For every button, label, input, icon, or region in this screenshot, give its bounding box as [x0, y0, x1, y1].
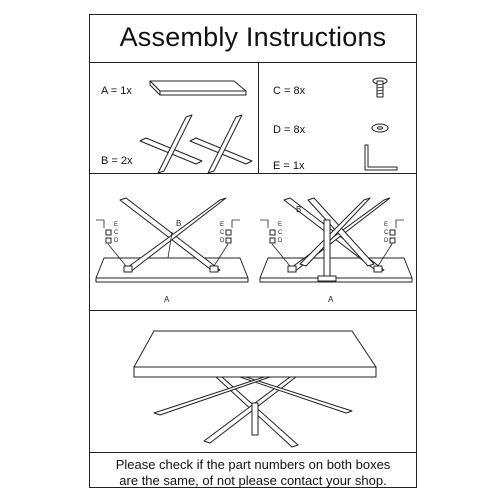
step2-label-b: B [296, 205, 301, 214]
assembly-step-2: E C D E C D B A [259, 197, 413, 304]
step1-label-a: A [164, 295, 170, 304]
step1-label-d-right: D [220, 238, 225, 244]
step1-label-b: B [176, 219, 181, 228]
title-band: Assembly Instructions [90, 15, 416, 63]
contact-note: Please check if the part numbers on both… [90, 457, 416, 489]
step1-label-e-right: E [220, 222, 224, 228]
parts-list: A = 1x B = 2x C = 8x D = 8x [90, 63, 416, 174]
step2-label-e: E [278, 222, 282, 228]
note-line-1: Please check if the part numbers on both… [115, 457, 391, 472]
step1-label-c: C [114, 230, 119, 236]
step2-label-c: C [278, 230, 283, 236]
part-c-label: C = 8x [273, 85, 306, 97]
step2-label-a: A [328, 295, 334, 304]
step2-label-e-right: E [384, 222, 388, 228]
step2-label-c-right: C [384, 230, 389, 236]
part-a-label: A = 1x [101, 85, 132, 97]
cross-leg-illustration [139, 114, 253, 174]
step1-label-e: E [114, 222, 118, 228]
step2-label-d: D [278, 238, 283, 244]
screw-icon [372, 77, 388, 98]
step2-label-d-right: D [384, 238, 389, 244]
note-line-2: are the same, of not please contact your… [119, 473, 387, 488]
finished-table-illustration [133, 330, 377, 448]
assembly-steps: E C D E C D B A [90, 174, 416, 311]
table-top-illustration [149, 80, 247, 96]
step1-label-c-right: C [220, 230, 225, 236]
instruction-sheet: Assembly Instructions A = 1x B = 2x C = … [89, 14, 417, 488]
allen-key-icon [364, 144, 398, 171]
step1-label-d: D [114, 238, 119, 244]
part-b-label: B = 2x [101, 155, 133, 167]
washer-icon [371, 123, 389, 133]
part-e-label: E = 1x [273, 160, 305, 172]
assembly-step-1: E C D E C D B A [95, 197, 249, 304]
finished-table [90, 311, 416, 453]
part-d-label: D = 8x [273, 124, 306, 136]
note-band: Please check if the part numbers on both… [90, 453, 416, 489]
page-title: Assembly Instructions [119, 22, 387, 52]
parts-divider [258, 63, 259, 173]
